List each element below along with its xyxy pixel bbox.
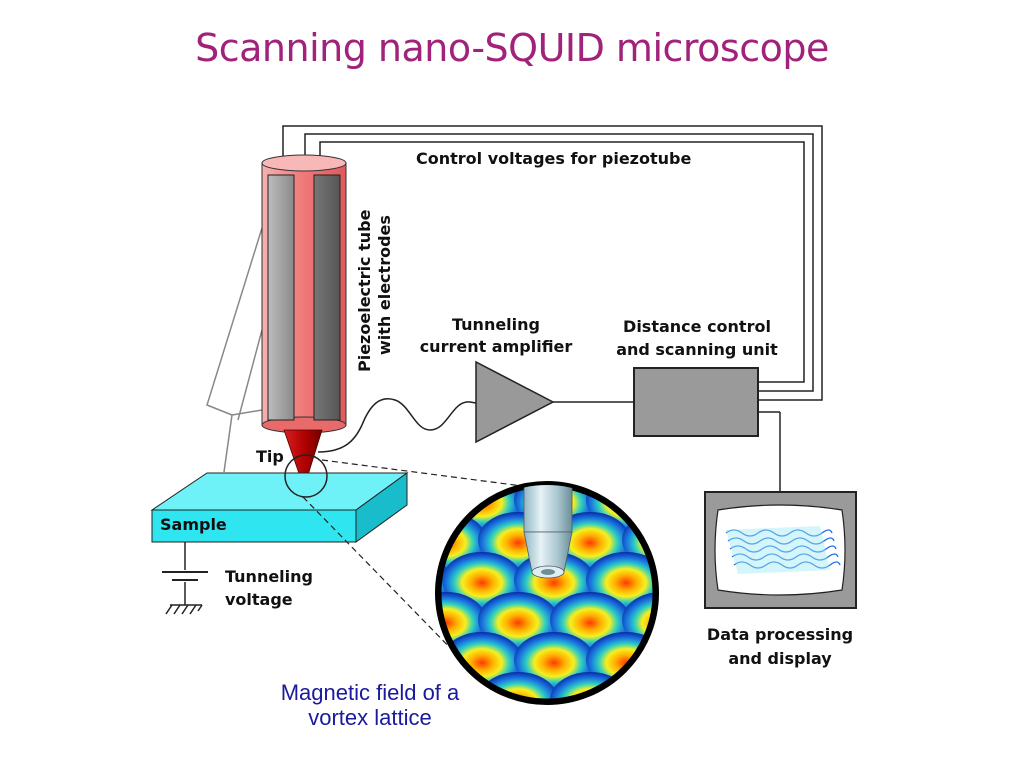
tip-highlight-circle <box>284 454 328 498</box>
caption-line1: Magnetic field of a <box>280 680 460 705</box>
tip-label: Tip <box>256 447 284 466</box>
voltage-label-line1: Tunneling <box>225 567 313 586</box>
vortex-peak <box>586 552 655 608</box>
display-label-line1: Data processing <box>707 625 853 644</box>
screen-waves <box>725 529 841 569</box>
vortex-peak <box>622 672 655 701</box>
display-monitor <box>704 491 857 609</box>
zoom-caption: Magnetic field of a vortex lattice <box>240 680 500 730</box>
vortex-peak <box>622 592 655 648</box>
electrode-left <box>267 174 295 421</box>
voltage-label-line2: voltage <box>225 590 293 609</box>
sample-label: Sample <box>160 515 227 534</box>
electrode-right <box>313 174 341 421</box>
amplifier-label-line2: current amplifier <box>420 337 573 356</box>
voltage-source <box>162 542 208 615</box>
signal-wire <box>317 398 477 453</box>
vortex-peak <box>442 552 522 608</box>
squid-needle <box>523 485 573 579</box>
distance-control-unit <box>633 367 759 437</box>
amplifier-symbol <box>475 360 555 444</box>
page-title: Scanning nano-SQUID microscope <box>195 26 829 70</box>
vortex-peak <box>439 592 486 648</box>
vortex-peak <box>478 592 558 648</box>
scan-range-outline <box>206 227 263 473</box>
piezo-label-line1: Piezoelectric tube <box>355 209 374 372</box>
zoom-line-top <box>321 459 531 488</box>
distance-label-line2: and scanning unit <box>616 340 778 359</box>
piezoelectric-tube <box>261 154 347 434</box>
display-label-line2: and display <box>728 649 832 668</box>
amplifier-label-line1: Tunneling <box>452 315 540 334</box>
zoom-line-bottom <box>302 496 463 661</box>
control-wires <box>282 125 823 401</box>
distance-label-line1: Distance control <box>623 317 771 336</box>
vortex-peak <box>514 632 594 688</box>
vortex-peak <box>550 592 630 648</box>
piezo-label-line2: with electrodes <box>375 215 394 355</box>
control-voltages-label: Control voltages for piezotube <box>416 149 691 168</box>
caption-line2: vortex lattice <box>308 705 432 730</box>
sample-block <box>150 472 409 543</box>
